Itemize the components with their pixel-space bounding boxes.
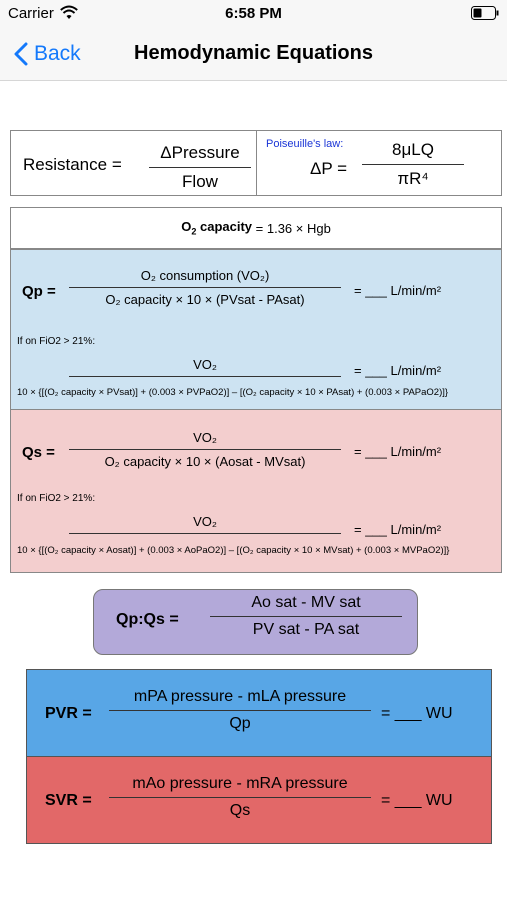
navigation-bar: Back Hemodynamic Equations — [0, 30, 507, 81]
ratio-fraction: Ao sat - MV sat PV sat - PA sat — [210, 594, 402, 639]
qp-qs-ratio-equation: Qp:Qs = Ao sat - MV sat PV sat - PA sat — [93, 589, 418, 655]
fraction-bar — [69, 449, 341, 450]
qp-alt-denominator: 10 × {[(O₂ capacity × PVsat)] + (0.003 ×… — [17, 387, 449, 398]
poiseuille-numerator: 8μLQ — [392, 140, 434, 159]
qs-alt-denominator: 10 × {[(O₂ capacity × Aosat)] + (0.003 ×… — [17, 545, 450, 556]
qs-denominator: O₂ capacity × 10 × (Aosat - MVsat) — [104, 454, 306, 469]
pvr-numerator: mPA pressure - mLA pressure — [133, 688, 347, 705]
ratio-numerator: Ao sat - MV sat — [251, 594, 361, 611]
qp-fraction: O₂ consumption (VO₂) O₂ capacity × 10 × … — [69, 268, 341, 307]
qp-equation: Qp = O₂ consumption (VO₂) O₂ capacity × … — [10, 249, 502, 411]
svr-result: = ___ WU — [381, 792, 453, 809]
o2-capacity-label: O2 capacity — [181, 219, 253, 237]
qs-numerator: VO₂ — [193, 430, 217, 445]
svr-numerator: mAo pressure - mRA pressure — [132, 775, 348, 792]
poiseuille-fraction: 8μLQ πR⁴ — [362, 140, 464, 189]
resistance-label: Resistance = — [23, 155, 122, 174]
resistance-numerator: ΔPressure — [160, 143, 240, 162]
fraction-bar — [69, 376, 341, 377]
fraction-bar — [69, 533, 341, 534]
o2-capacity-equation: O2 capacity = 1.36 × Hgb — [10, 207, 502, 249]
qp-alt-result: = ___ L/min/m² — [354, 363, 442, 378]
fraction-bar — [149, 167, 251, 168]
qp-label: Qp = — [22, 283, 56, 300]
svr-denominator: Qs — [229, 802, 251, 819]
fraction-bar — [69, 287, 341, 288]
qs-fraction: VO₂ O₂ capacity × 10 × (Aosat - MVsat) — [69, 430, 341, 469]
qs-fio2-note: If on FiO2 > 21%: — [17, 493, 96, 504]
status-bar: Carrier 6:58 PM — [0, 0, 507, 30]
back-label: Back — [34, 42, 81, 65]
ratio-label: Qp:Qs = — [116, 611, 179, 628]
svr-equation: SVR = mAo pressure - mRA pressure Qs = _… — [26, 756, 492, 844]
qp-result: = ___ L/min/m² — [354, 283, 442, 298]
svr-label: SVR = — [45, 792, 92, 809]
qp-fio2-note: If on FiO2 > 21%: — [17, 336, 96, 347]
qs-equation: Qs = VO₂ O₂ capacity × 10 × (Aosat - MVs… — [10, 409, 502, 573]
poiseuille-label: Poiseuille's law: — [266, 138, 344, 150]
resistance-fraction: ΔPressure Flow — [149, 143, 251, 192]
qp-alt-fraction: VO₂ — [69, 357, 341, 377]
pvr-denominator: Qp — [229, 715, 251, 732]
svr-fraction: mAo pressure - mRA pressure Qs — [109, 775, 371, 820]
status-time: 6:58 PM — [225, 5, 282, 22]
qs-alt-numerator: VO₂ — [193, 514, 217, 529]
fraction-bar — [210, 616, 402, 617]
resistance-denominator: Flow — [182, 172, 218, 191]
qs-result: = ___ L/min/m² — [354, 444, 442, 459]
fraction-bar — [109, 710, 371, 711]
qp-denominator: O₂ capacity × 10 × (PVsat - PAsat) — [105, 292, 305, 307]
chevron-left-icon — [14, 42, 28, 66]
qp-alt-numerator: VO₂ — [193, 357, 217, 372]
pvr-fraction: mPA pressure - mLA pressure Qp — [109, 688, 371, 733]
fraction-bar — [109, 797, 371, 798]
pvr-label: PVR = — [45, 705, 92, 722]
ratio-denominator: PV sat - PA sat — [252, 621, 360, 638]
back-button[interactable]: Back — [14, 40, 81, 68]
battery-icon — [471, 6, 499, 20]
wifi-icon — [60, 5, 78, 19]
pvr-equation: PVR = mPA pressure - mLA pressure Qp = _… — [26, 669, 492, 757]
qp-numerator: O₂ consumption (VO₂) — [140, 268, 270, 283]
carrier-label: Carrier — [8, 5, 54, 22]
pvr-result: = ___ WU — [381, 705, 453, 722]
qs-label: Qs = — [22, 444, 55, 461]
o2-capacity-value: = 1.36 × Hgb — [252, 220, 331, 236]
qs-alt-result: = ___ L/min/m² — [354, 522, 442, 537]
qs-alt-fraction: VO₂ — [69, 514, 341, 534]
poiseuille-lhs: ΔP = — [310, 159, 348, 178]
page-title: Hemodynamic Equations — [134, 42, 373, 64]
resistance-equation: Resistance = ΔPressure Flow Poiseuille's… — [10, 130, 502, 196]
fraction-bar — [362, 164, 464, 165]
poiseuille-denominator: πR⁴ — [397, 169, 429, 188]
